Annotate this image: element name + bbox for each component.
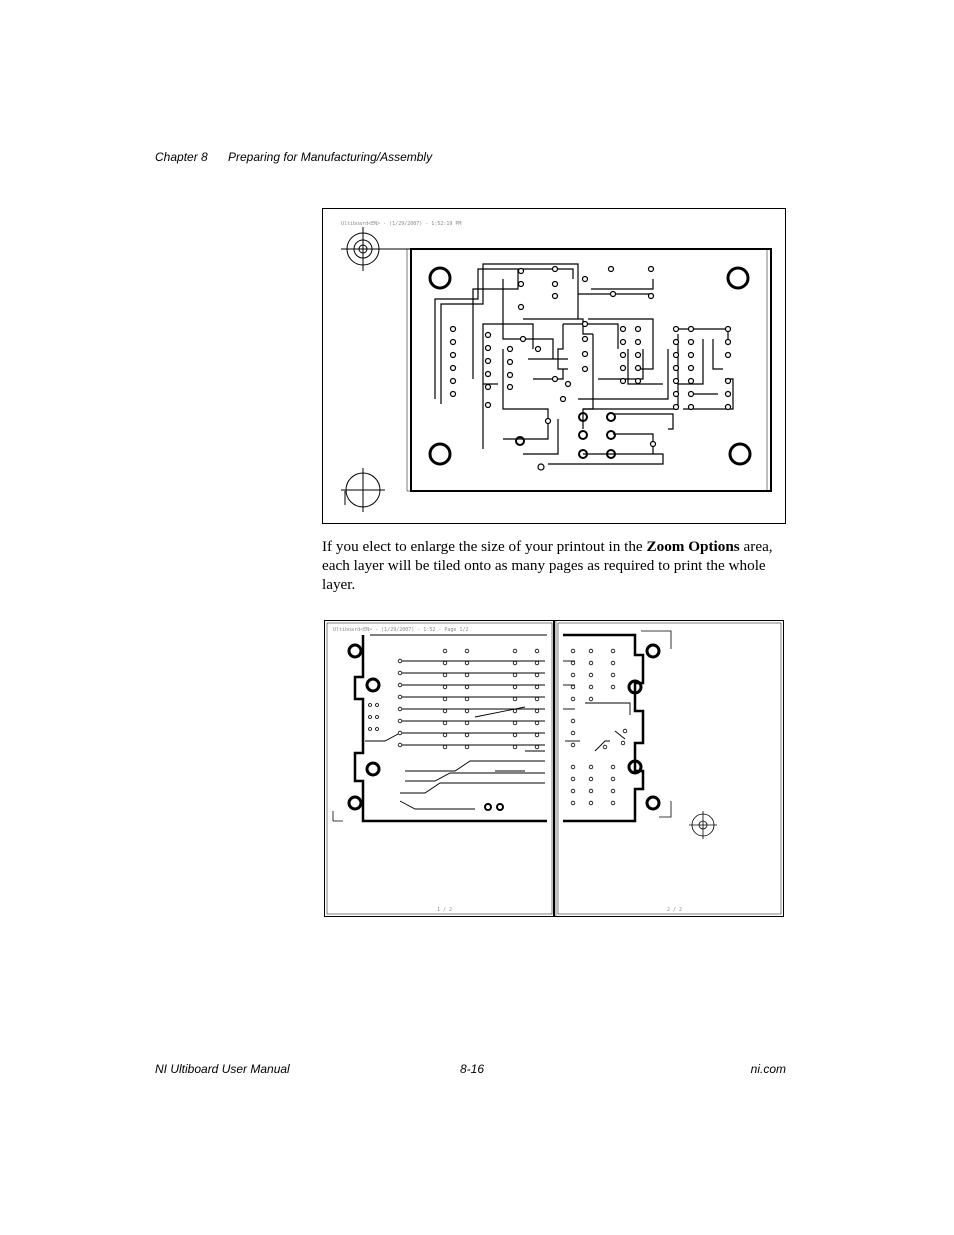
pcb-printout-figure: Ultiboard<EN> - (1/29/2007) - 1:52:19 PM xyxy=(322,208,786,524)
board-corner-marks xyxy=(344,248,772,505)
large-pads xyxy=(515,412,616,459)
zoom-options-term: Zoom Options xyxy=(646,538,740,555)
header-chapter: Chapter 8 xyxy=(155,150,208,164)
printout-stamp: Ultiboard<EN> - (1/29/2007) - 1:52:19 PM xyxy=(341,221,461,227)
header-title: Preparing for Manufacturing/Assembly xyxy=(228,150,433,164)
footer-page-number: 8-16 xyxy=(460,1062,485,1076)
pcb-pads xyxy=(449,265,732,471)
tile-page-1 xyxy=(326,622,553,915)
paragraph-text: area, each layer will be tiled onto as m… xyxy=(322,538,773,593)
paragraph-text: If you elect to enlarge the size of your… xyxy=(322,538,647,555)
mounting-holes xyxy=(428,266,752,466)
registration-target-icon xyxy=(689,811,717,839)
tile-stamp: Ultiboard<EN> - (1/29/2007) - 1:52 - Pag… xyxy=(333,627,468,633)
pcb-layout-drawing: Ultiboard<EN> - (1/29/2007) - 1:52:19 PM xyxy=(341,221,772,512)
footer-site: ni.com xyxy=(750,1062,786,1076)
footer-manual-title: NI Ultiboard User Manual xyxy=(155,1062,290,1076)
tile-page-2 xyxy=(557,622,782,915)
tile-page-number: 2 / 2 xyxy=(667,907,682,913)
right-tile-board xyxy=(563,630,717,839)
board-outline xyxy=(410,248,772,492)
tiled-printout-figure: Ultiboard<EN> - (1/29/2007) - 1:52 - Pag… xyxy=(324,620,784,917)
body-paragraph: If you elect to enlarge the size of your… xyxy=(322,537,786,594)
tiled-pages-drawing: Ultiboard<EN> - (1/29/2007) - 1:52 - Pag… xyxy=(326,621,782,916)
tile-page-number: 1 / 2 xyxy=(437,907,452,913)
left-tile-board xyxy=(332,634,547,823)
pcb-traces xyxy=(434,263,734,465)
registration-target-icon xyxy=(341,468,385,512)
